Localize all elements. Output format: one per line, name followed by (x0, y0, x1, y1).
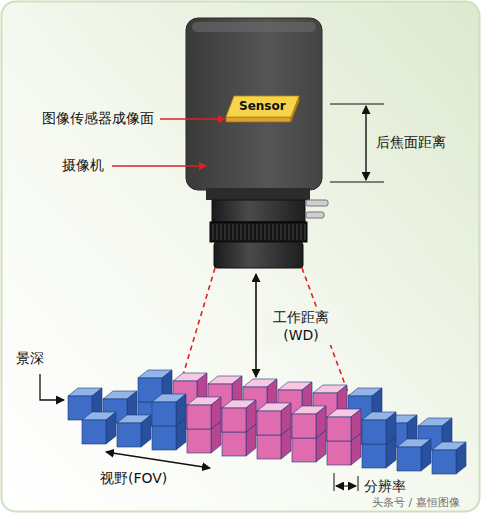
knurl-line (304, 224, 305, 240)
fov-cube (257, 403, 291, 435)
knurl-line (264, 224, 265, 240)
knurl-line (232, 224, 233, 240)
dimension-arrow (106, 452, 210, 468)
wd-arrow (255, 274, 257, 377)
knurl-line (212, 224, 213, 240)
object-cubes (68, 370, 466, 474)
knurl-line (296, 224, 297, 240)
leader-arrow (40, 374, 64, 400)
dimension-label: 景深 (16, 350, 44, 368)
object-cube (432, 442, 466, 474)
knurl-line (248, 224, 249, 240)
dimension-label: 摄像机 (62, 157, 104, 175)
object-cube (152, 394, 186, 426)
dimension-label: 分辨率 (364, 478, 406, 496)
knurl-line (284, 224, 285, 240)
knurl-line (272, 224, 273, 240)
lens-front (214, 242, 303, 268)
lens-ring (212, 200, 305, 222)
knurl-line (216, 224, 217, 240)
knurl-line (256, 224, 257, 240)
dimension-label: 视野(FOV) (100, 470, 167, 488)
knurl-line (292, 224, 293, 240)
knurl-line (236, 224, 237, 240)
knurl-line (224, 224, 225, 240)
knurl-line (240, 224, 241, 240)
object-cube (117, 415, 151, 447)
dimension-arrow (365, 106, 366, 180)
object-cube (397, 439, 431, 471)
knurl-line (280, 224, 281, 240)
camera-body (186, 18, 322, 190)
leader-arrow (160, 118, 225, 120)
dimension-label: 后焦面距离 (376, 134, 446, 152)
lens-knurl (213, 224, 305, 240)
dimension-label: 工作距离 (WD) (264, 308, 338, 345)
knurl-line (300, 224, 301, 240)
object-cube (362, 412, 396, 444)
dimension-tick (330, 181, 384, 182)
object-cube (82, 412, 116, 444)
dimension-tick (330, 103, 384, 104)
watermark: 头条号 / 嘉恒图像 (372, 496, 460, 510)
camera-highlight (192, 22, 316, 32)
dimension-label: 图像传感器成像面 (42, 110, 154, 128)
lens-screw (306, 212, 324, 218)
knurl-line (268, 224, 269, 240)
knurl-line (276, 224, 277, 240)
dimension-tick (334, 473, 335, 491)
knurl-line (260, 224, 261, 240)
fov-cube (292, 406, 326, 438)
lens-focus-ring (210, 222, 307, 242)
fov-cube (327, 409, 361, 441)
dimension-tick (358, 476, 359, 491)
dimension-arrow (336, 486, 356, 487)
lens-screw (306, 200, 328, 206)
leader-arrow (112, 165, 206, 167)
fov-cube (222, 400, 256, 432)
knurl-line (220, 224, 221, 240)
knurl-line (244, 224, 245, 240)
lens-mount (206, 188, 310, 200)
sensor-plate: Sensor (226, 96, 299, 117)
node-text: Sensor (239, 99, 286, 113)
knurl-line (252, 224, 253, 240)
knurl-line (288, 224, 289, 240)
fov-cube (187, 397, 221, 429)
knurl-line (228, 224, 229, 240)
